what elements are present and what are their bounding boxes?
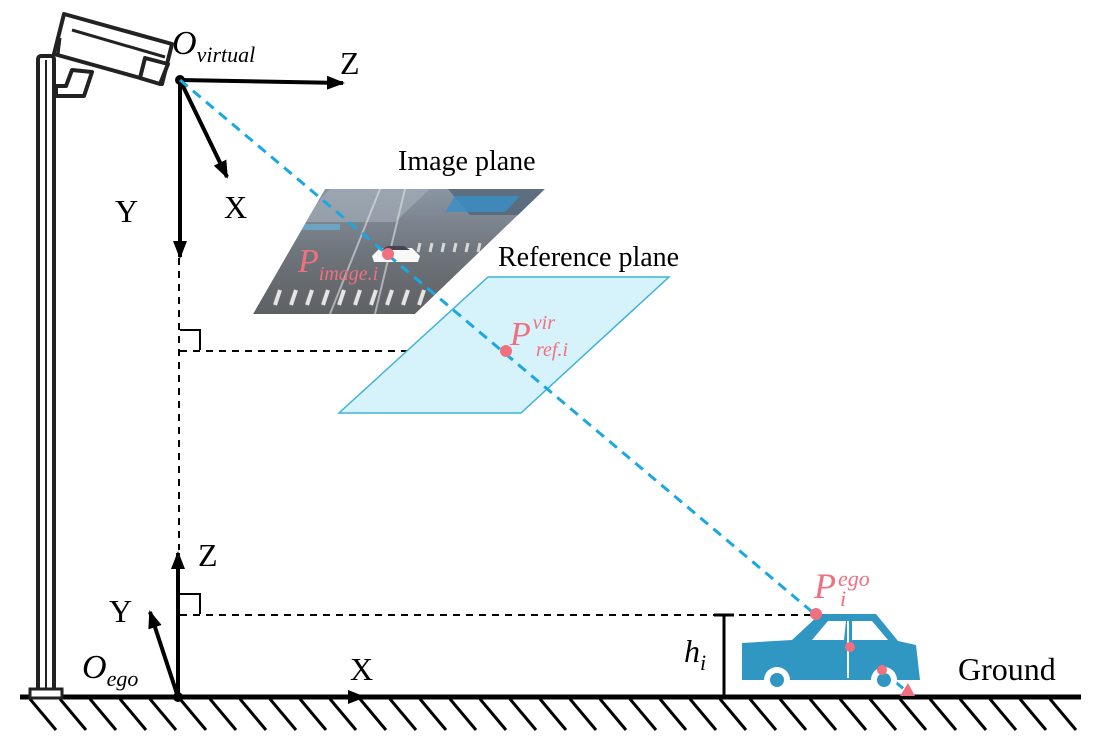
projection-ray — [179, 78, 906, 692]
ground-hatch-line — [928, 698, 958, 731]
ground-hatch-line — [658, 698, 688, 731]
ego-frame — [148, 551, 366, 704]
car-center-point — [845, 642, 855, 652]
ray-end-arrow — [900, 683, 915, 696]
ground-surface — [20, 694, 1081, 731]
ground-hatch-line — [868, 698, 898, 731]
ground-hatch-line — [958, 698, 988, 731]
p-ego-sub-label: i — [840, 586, 846, 611]
z-axis-top — [179, 75, 345, 90]
ground-hatch-line — [748, 698, 778, 731]
ground-hatch-line — [88, 698, 118, 731]
ground-hatch-line — [718, 698, 748, 731]
o-virtual-label: Ovirtual — [172, 25, 255, 67]
ground-hatch-line — [388, 698, 418, 731]
y-top-label: Y — [115, 193, 138, 229]
car-rear-point — [877, 665, 887, 675]
reference-plane-label: Reference plane — [498, 242, 679, 273]
ground-hatch-line — [598, 698, 628, 731]
image-point — [382, 248, 394, 260]
ground-hatch-line — [298, 698, 328, 731]
ego-point — [810, 608, 822, 620]
ground-hatch-line — [898, 698, 928, 731]
ground-hatch-line — [208, 698, 238, 731]
ground-hatch-line — [508, 698, 538, 731]
x-top-label: X — [224, 189, 247, 225]
x-bottom-label: X — [350, 651, 373, 687]
projection-points — [382, 248, 915, 696]
ground-hatch-line — [838, 698, 868, 731]
y-bottom-label: Y — [109, 593, 132, 629]
reference-point — [500, 345, 512, 357]
ground-hatch-line — [538, 698, 568, 731]
ground-hatch-line — [448, 698, 478, 731]
ground-hatch-line — [628, 698, 658, 731]
ground-hatch-line — [1048, 698, 1078, 731]
ground-hatch-line — [28, 698, 58, 731]
o-ego-label: Oego — [82, 649, 138, 691]
ground-hatch-line — [268, 698, 298, 731]
ground-hatch-line — [568, 698, 598, 731]
ground-hatch-line — [178, 698, 208, 731]
reference-plane — [337, 276, 671, 414]
ground-hatch-line — [688, 698, 718, 731]
ground-hatch-line — [238, 698, 268, 731]
ground-hatch-line — [58, 698, 88, 731]
p-ego-label: Pego — [813, 566, 870, 606]
ground-hatch-line — [808, 698, 838, 731]
ground-hatch-line — [328, 698, 358, 731]
image-plane — [253, 189, 545, 314]
virtual-camera-frame — [173, 75, 345, 259]
ground-hatch-line — [118, 698, 148, 731]
ground-hatch-line — [1018, 698, 1048, 731]
right-angle-markers — [180, 329, 201, 614]
p-image-label: Pimage.i — [297, 243, 378, 285]
camera-pole — [28, 54, 64, 700]
ground-hatch-line — [418, 698, 448, 731]
y-axis-bottom — [148, 610, 180, 698]
ground-hatch-line — [358, 698, 388, 731]
height-bracket — [714, 613, 734, 699]
ground-label: Ground — [958, 651, 1056, 687]
z-top-label: Z — [340, 45, 360, 81]
car-icon — [742, 614, 920, 693]
ground-hatch-line — [778, 698, 808, 731]
p-ref-sub-label: ref.i — [536, 339, 568, 361]
ground-hatch-line — [478, 698, 508, 731]
z-bottom-label: Z — [198, 537, 218, 573]
x-axis-top — [178, 79, 229, 179]
ground-hatch-line — [148, 698, 178, 731]
cctv-camera-icon — [52, 12, 174, 98]
ground-hatch-line — [988, 698, 1018, 731]
h-label: hi — [684, 633, 706, 675]
image-plane-label: Image plane — [398, 146, 536, 177]
